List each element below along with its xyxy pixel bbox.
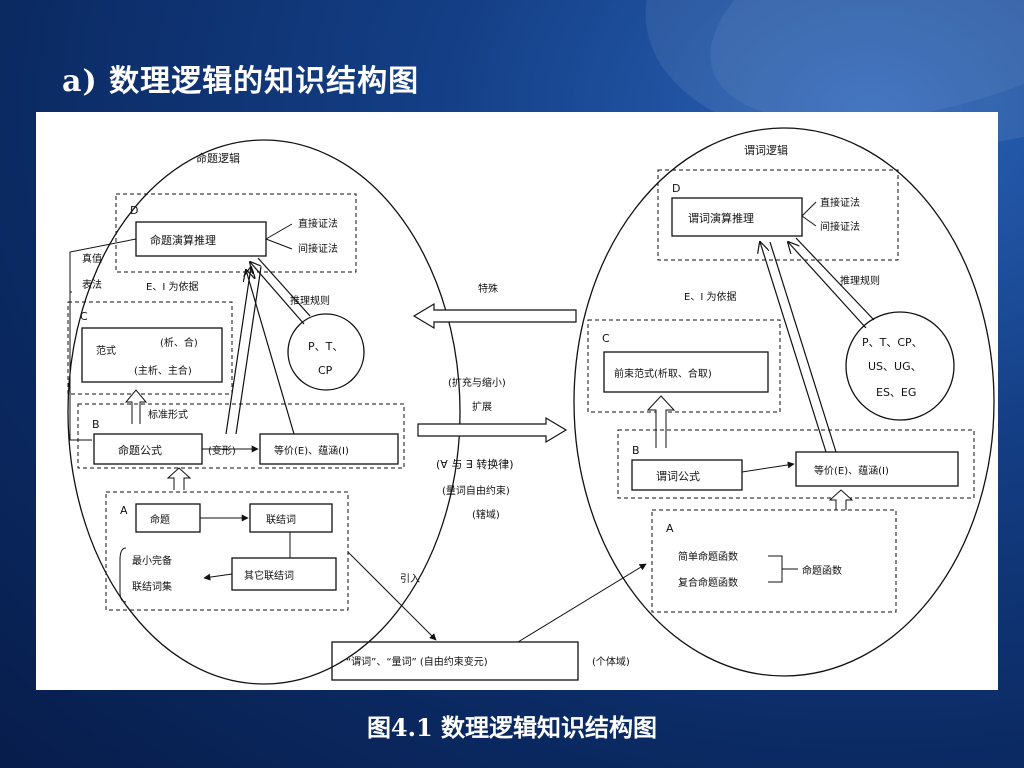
right-indirect-proof: 间接证法: [820, 220, 860, 233]
expand-arrow: [417, 416, 568, 444]
left-nf-text1: 范式: [96, 344, 116, 357]
left-connective-set: 联结词集: [132, 580, 172, 593]
left-d-label: D: [130, 204, 138, 217]
left-minimal-complete: 最小完备: [132, 554, 172, 567]
right-compound-func: 复合命题函数: [678, 576, 738, 589]
introduce-label: 引入: [400, 573, 420, 585]
left-table-method: 表法: [82, 278, 102, 291]
left-c-region: [67, 301, 233, 395]
right-d-box: [671, 197, 803, 237]
left-a-label: A: [120, 504, 128, 517]
left-equiv-box: [259, 433, 399, 465]
right-rules-circle: [845, 311, 955, 421]
right-c-region: [587, 319, 781, 413]
right-equiv-box: [795, 451, 959, 487]
pred-quant-text: “谓词”、“量词” (自由约束变元): [346, 655, 488, 668]
left-direct-proof: 直接证法: [298, 217, 338, 230]
knowledge-structure-diagram: 命题逻辑 D 命题演算推理 直接证法 间接证法 真值 表法 E、I 为依据 推理…: [67, 127, 995, 685]
left-indirect-proof: 间接证法: [298, 242, 338, 255]
propositional-logic-ellipse: [67, 139, 461, 685]
left-b-label: B: [92, 418, 100, 431]
right-a-region: [651, 509, 897, 613]
right-circle-line3: ES、EG: [876, 386, 916, 399]
right-a-label: A: [666, 522, 674, 535]
right-b-label: B: [632, 444, 640, 457]
left-nf-box: [81, 327, 223, 383]
right-ei-note: E、I 为依据: [684, 290, 736, 303]
left-connective-box: [249, 503, 333, 533]
left-a-region: [105, 491, 349, 611]
left-equiv-text: 等价(E)、蕴涵(I): [274, 444, 349, 457]
right-equiv-text: 等价(E)、蕴涵(I): [814, 464, 889, 477]
left-b-region: [77, 403, 405, 469]
expand-label: 扩展: [472, 400, 492, 413]
left-pt-circle: [287, 313, 365, 391]
right-title: 谓词逻辑: [744, 143, 788, 157]
left-pt-circle-line2: CP: [318, 364, 333, 377]
left-transform: (变形): [208, 444, 236, 457]
left-nf-text2: (析、合): [160, 336, 198, 349]
right-circle-line1: P、T、CP、: [862, 336, 923, 349]
right-inference-rules: 推理规则: [840, 274, 880, 287]
diagram-panel: 命题逻辑 D 命题演算推理 直接证法 间接证法 真值 表法 E、I 为依据 推理…: [36, 112, 998, 690]
left-inference-rules: 推理规则: [290, 294, 330, 307]
left-ei-note: E、I 为依据: [146, 280, 198, 293]
left-title: 命题逻辑: [196, 151, 240, 165]
left-nf-text3: (主析、主合): [134, 364, 192, 377]
left-proposition: 命题: [150, 513, 170, 526]
right-pred-formula: 谓词公式: [656, 470, 700, 483]
domain-label: (辖域): [472, 508, 500, 521]
right-d-region: [657, 169, 899, 261]
right-pred-formula-box: [631, 459, 743, 491]
left-other-connectives: 其它联结词: [244, 569, 294, 582]
left-connective: 联结词: [266, 513, 296, 526]
right-b-region: [617, 429, 975, 499]
left-c-label: C: [80, 310, 88, 323]
special-label: 特殊: [478, 282, 498, 295]
left-prop-formula: 命题公式: [118, 443, 162, 457]
right-circle-line2: US、UG、: [868, 360, 922, 373]
individual-domain-label: (个体域): [592, 655, 630, 668]
right-simple-func: 简单命题函数: [678, 550, 738, 563]
quantifier-free-label: (量词自由约束): [442, 484, 510, 497]
left-d-box-text: 命题演算推理: [150, 233, 216, 247]
right-d-box-text: 谓词演算推理: [688, 211, 754, 225]
quantifier-conv-label: (∀ 与 ∃ 转换律): [436, 457, 514, 471]
figure-caption: 图4.1 数理逻辑知识结构图: [366, 713, 658, 742]
pred-quant-box: [331, 641, 579, 681]
right-prenex-text: 前束范式(析取、合取): [614, 367, 712, 380]
right-c-label: C: [602, 332, 610, 345]
extend-shrink-label: (扩充与缩小): [448, 376, 506, 389]
right-direct-proof: 直接证法: [820, 196, 860, 209]
special-arrow: [412, 302, 577, 330]
left-std-form: 标准形式: [148, 408, 188, 421]
predicate-logic-ellipse: [573, 127, 995, 677]
slide-title: a) 数理逻辑的知识结构图: [62, 64, 420, 99]
right-prop-func: 命题函数: [802, 564, 842, 577]
left-d-region: [115, 193, 357, 273]
right-prenex-box: [603, 351, 769, 393]
left-truth-value: 真值: [82, 252, 102, 265]
right-d-label: D: [672, 182, 680, 195]
left-pt-circle-line1: P、T、: [308, 340, 343, 353]
